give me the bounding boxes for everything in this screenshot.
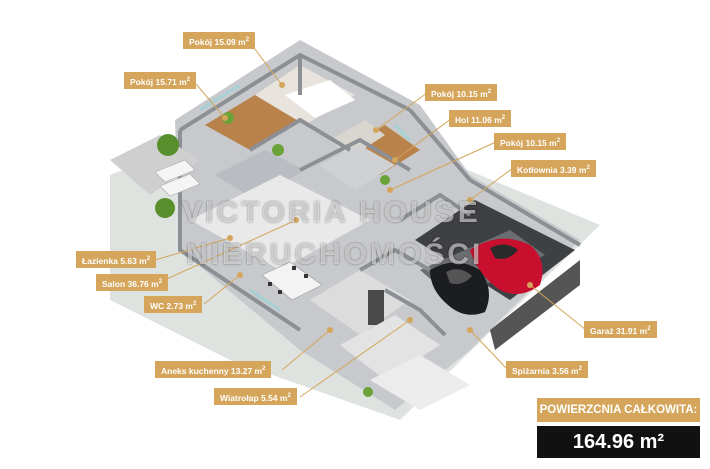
plant: [155, 198, 175, 218]
salon-floor: [190, 175, 370, 270]
room-label-pokoj-1015-b: Pokój 10.15 m2: [494, 133, 567, 150]
kitchen-floor: [310, 270, 410, 335]
leader-lines: [154, 43, 587, 398]
room-label-lazienka: Łazienka 5.63 m2: [76, 251, 157, 268]
room-label-garaz: Garaż 31.91 m2: [584, 321, 657, 338]
room-label-wiatrolap: Wiatrołap 5.54 m2: [214, 388, 297, 405]
total-area-title: POWIERZCNIA CAŁKOWITA:: [537, 398, 700, 422]
room-label-salon: Salon 36.76 m2: [96, 274, 169, 291]
room-label-pokoj-1015-a: Pokój 10.15 m2: [425, 84, 498, 101]
plant: [157, 134, 179, 156]
room-label-kotlownia: Kotłownia 3.39 m2: [511, 160, 596, 177]
room-label-wc: WC 2.73 m2: [144, 296, 203, 313]
red-car: [470, 238, 543, 294]
bedroom-floor-1: [205, 95, 300, 150]
total-area-value: 164.96 m²: [537, 426, 700, 458]
room-label-pokoj-1509: Pokój 15.09 m2: [183, 32, 256, 49]
room-label-aneks: Aneks kuchenny 13.27 m2: [155, 361, 272, 378]
room-label-spizarnia: Spiżarnia 3.56 m2: [506, 361, 588, 378]
room-label-pokoj-1571: Pokój 15.71 m2: [124, 72, 197, 89]
room-label-hol: Hol 11.06 m2: [449, 110, 512, 127]
dark-car: [430, 262, 489, 315]
